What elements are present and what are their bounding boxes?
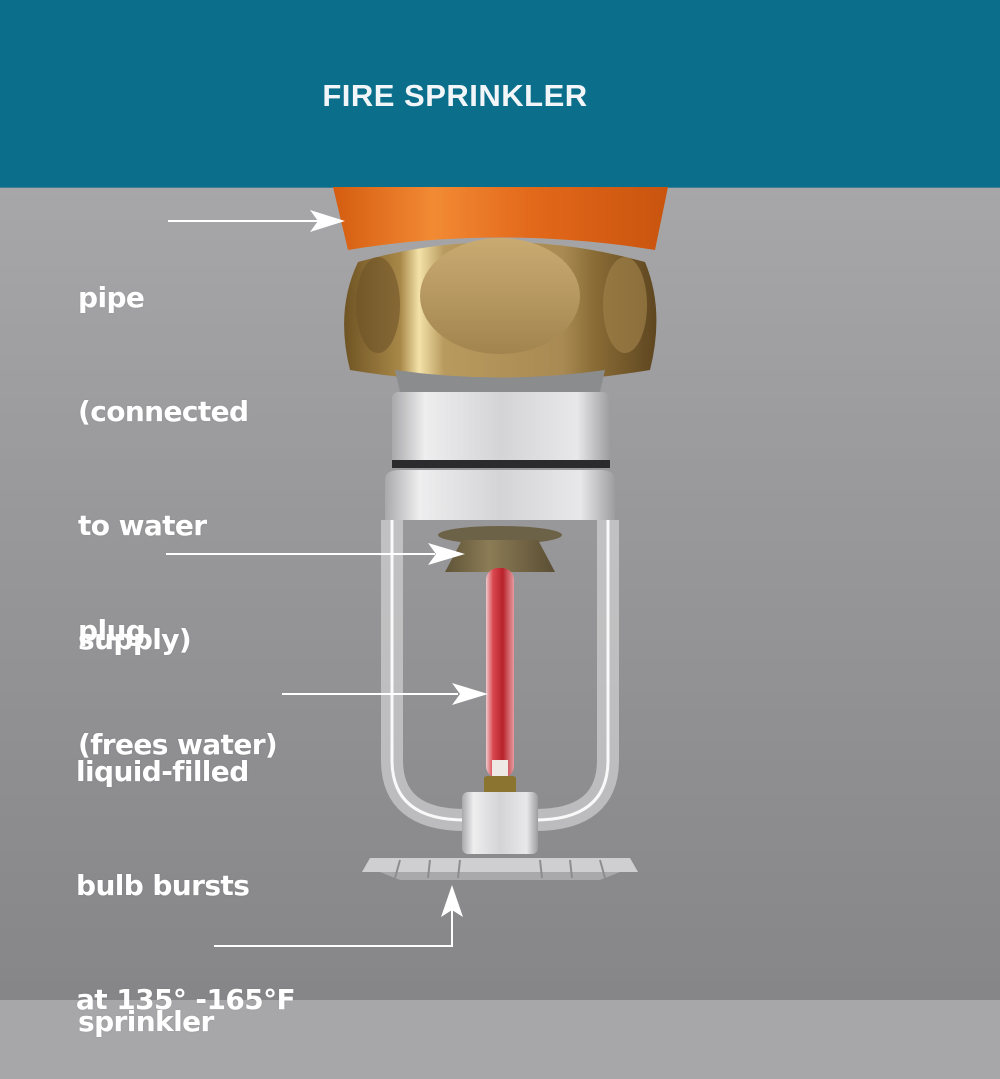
label-sprinkler-line-1: sprinkler <box>78 1005 214 1038</box>
arrow-pipe <box>168 210 345 232</box>
title-banner: FIRE SPRINKLER <box>0 0 1000 188</box>
brass-nut <box>344 238 657 396</box>
plug <box>438 526 562 572</box>
label-sprinkler: sprinkler <box>78 927 214 1079</box>
label-pipe-line-2: (connected <box>78 395 249 428</box>
pipe <box>333 187 668 250</box>
arrow-bulb <box>282 683 488 705</box>
label-plug-line-2: (frees water) <box>78 728 278 761</box>
sprinkler-illustration <box>166 187 668 947</box>
label-pipe-line-4: supply) <box>78 623 192 656</box>
deflector <box>362 858 638 880</box>
label-plug-line-1: plug <box>78 614 146 647</box>
diagram-title: FIRE SPRINKLER <box>322 78 588 113</box>
arrow-plug <box>166 543 465 565</box>
label-bulb-line-2: bulb bursts <box>76 869 250 902</box>
label-pipe-line-3: to water <box>78 509 207 542</box>
arrow-sprinkler <box>214 885 463 947</box>
label-pipe: pipe (connected to water supply) <box>78 203 249 697</box>
glass-bulb <box>484 568 516 794</box>
label-bulb-line-1: liquid-filled <box>76 755 249 788</box>
label-pipe-line-1: pipe <box>78 281 145 314</box>
label-plug: plug (frees water) <box>78 536 278 802</box>
hub <box>462 792 538 854</box>
silver-collar <box>392 392 610 468</box>
